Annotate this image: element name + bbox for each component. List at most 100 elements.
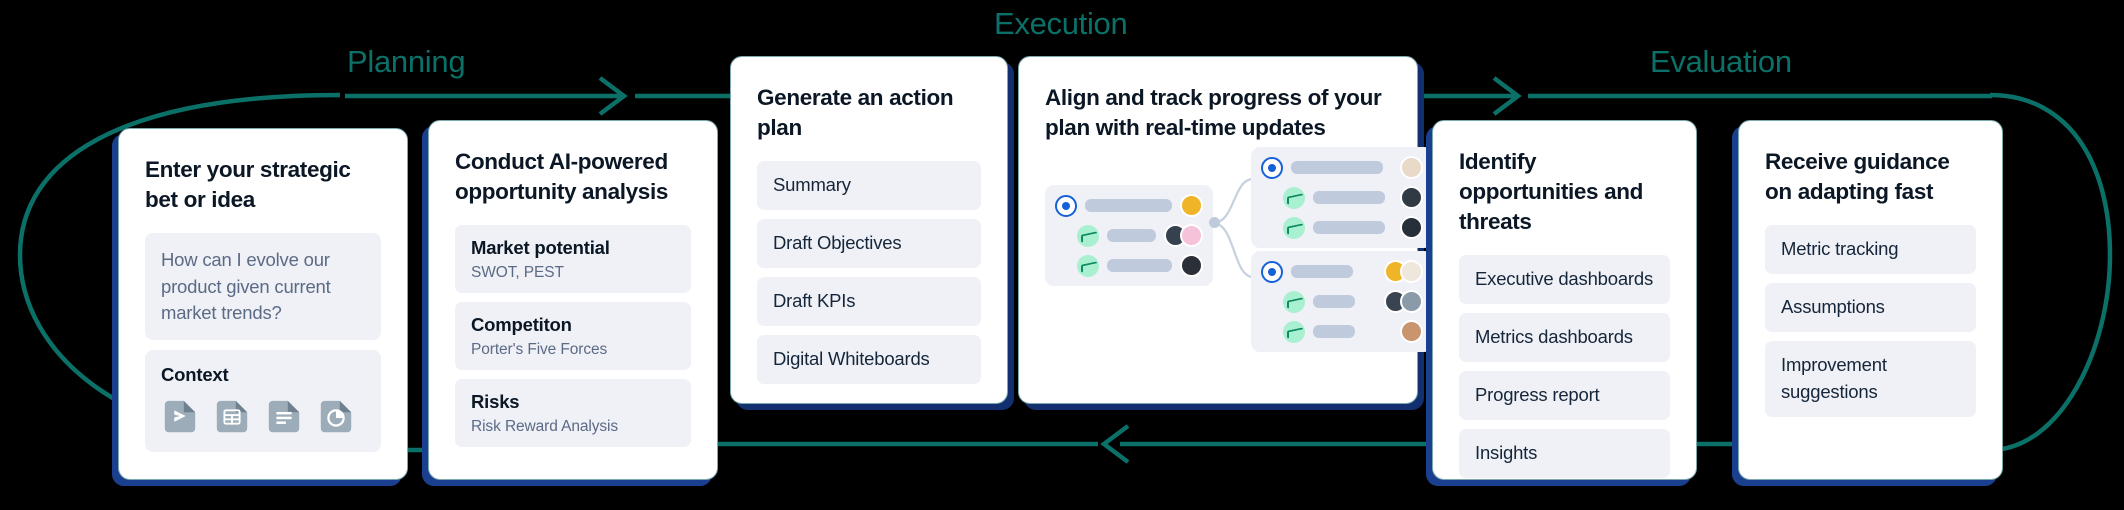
chip-label: Metrics dashboards: [1475, 326, 1633, 348]
card-opportunities-threats[interactable]: Identify opportunities and threats Execu…: [1432, 120, 1697, 480]
chip-draft-objectives[interactable]: Draft Objectives: [757, 219, 981, 268]
objective-target-icon: [1261, 260, 1283, 283]
avatar: [1180, 224, 1203, 248]
chip-list: Market potential SWOT, PEST Competiton P…: [455, 225, 691, 448]
chip-title: Market potential: [471, 237, 610, 259]
chip-title: Risks: [471, 391, 520, 413]
node-text-placeholder: [1107, 229, 1156, 243]
chip-label: Improvement suggestions: [1781, 353, 1887, 402]
chip-list: Metric tracking Assumptions Improvement …: [1765, 225, 1976, 417]
phase-label-evaluation: Evaluation: [1650, 44, 1792, 79]
chip-metric-tracking[interactable]: Metric tracking: [1765, 225, 1976, 275]
avatar-group: [1400, 320, 1423, 344]
chip-label: Draft Objectives: [773, 232, 902, 254]
chip-label: Draft KPIs: [773, 289, 856, 311]
spreadsheet-file-icon[interactable]: [213, 398, 251, 436]
avatar-group: [1384, 260, 1423, 284]
card-title: Generate an action plan: [757, 85, 954, 141]
arrow-planning-head: [598, 76, 628, 116]
key-result-trend-icon: [1283, 216, 1305, 239]
context-label: Context: [161, 364, 229, 386]
key-result-trend-icon: [1077, 254, 1099, 277]
chip-assumptions[interactable]: Assumptions: [1765, 283, 1976, 332]
node-text-placeholder: [1313, 325, 1355, 339]
chip-market-potential[interactable]: Market potential SWOT, PEST: [455, 225, 691, 294]
chip-draft-kpis[interactable]: Draft KPIs: [757, 276, 981, 326]
whiteboard-node-child-bottom[interactable]: [1251, 251, 1433, 353]
node-text-placeholder: [1313, 221, 1385, 235]
document-file-icon[interactable]: [265, 398, 303, 436]
node-text-placeholder: [1085, 199, 1172, 213]
chip-label: Progress report: [1475, 384, 1600, 406]
avatar: [1400, 320, 1423, 344]
card-adapting-guidance[interactable]: Receive guidance on adapting fast Metric…: [1738, 120, 2003, 480]
avatar: [1400, 216, 1423, 240]
chip-list: Summary Draft Objectives Draft KPIs Digi…: [757, 161, 981, 384]
context-icon-row: [161, 398, 365, 436]
node-row: [1261, 290, 1423, 314]
avatar: [1400, 290, 1423, 314]
chip-list: Executive dashboards Metrics dashboards …: [1459, 255, 1670, 478]
chip-improvement-suggestions[interactable]: Improvement suggestions: [1765, 340, 1976, 417]
node-text-placeholder: [1313, 191, 1385, 205]
chip-executive-dashboards[interactable]: Executive dashboards: [1459, 255, 1670, 305]
chart-file-icon[interactable]: [317, 398, 355, 436]
avatar-group: [1400, 186, 1423, 210]
avatar-group: [1400, 156, 1423, 180]
avatar: [1400, 186, 1423, 210]
node-text-placeholder: [1291, 161, 1383, 175]
avatar-group: [1384, 290, 1423, 314]
card-strategic-bet[interactable]: Enter your strategic bet or idea How can…: [118, 128, 408, 480]
whiteboard-mock[interactable]: [1045, 147, 1433, 353]
node-row: [1055, 254, 1203, 278]
avatar-group: [1164, 224, 1203, 248]
chip-insights[interactable]: Insights: [1459, 428, 1670, 478]
chip-progress-report[interactable]: Progress report: [1459, 371, 1670, 420]
node-row: [1055, 224, 1203, 248]
key-result-trend-icon: [1283, 320, 1305, 343]
slides-file-icon[interactable]: [161, 398, 199, 436]
phase-label-planning: Planning: [347, 44, 466, 79]
card-align-track[interactable]: Align and track progress of your plan wi…: [1018, 56, 1433, 404]
chip-subtitle: Porter's Five Forces: [471, 341, 608, 359]
chip-risks[interactable]: Risks Risk Reward Analysis: [455, 379, 691, 448]
whiteboard-node-child-top[interactable]: [1251, 147, 1433, 249]
node-text-placeholder: [1291, 265, 1353, 279]
connector-joint-dot: [1209, 217, 1220, 229]
card-title: Identify opportunities and threats: [1459, 149, 1644, 235]
key-result-trend-icon: [1283, 290, 1305, 313]
loop-right-arc: [1989, 92, 2113, 453]
avatar: [1400, 260, 1423, 284]
chip-subtitle: SWOT, PEST: [471, 264, 564, 282]
node-text-placeholder: [1313, 295, 1355, 309]
avatar: [1180, 254, 1203, 278]
key-result-trend-icon: [1283, 186, 1305, 209]
chip-digital-whiteboards[interactable]: Digital Whiteboards: [757, 334, 981, 384]
node-row: [1261, 216, 1423, 240]
chip-metrics-dashboards[interactable]: Metrics dashboards: [1459, 313, 1670, 363]
node-row: [1261, 320, 1423, 344]
phase-label-execution: Execution: [994, 6, 1128, 41]
chip-competition[interactable]: Competiton Porter's Five Forces: [455, 302, 691, 371]
context-section: Context: [145, 350, 381, 453]
prompt-text: How can I evolve our product given curre…: [145, 233, 381, 341]
node-row: [1055, 194, 1203, 218]
arrow-evaluation-head: [1492, 76, 1522, 116]
node-text-placeholder: [1107, 259, 1172, 273]
node-row: [1261, 186, 1423, 210]
card-opportunity-analysis[interactable]: Conduct AI-powered opportunity analysis …: [428, 120, 718, 480]
chip-summary[interactable]: Summary: [757, 161, 981, 211]
avatar-group: [1180, 254, 1203, 278]
card-title: Receive guidance on adapting fast: [1765, 149, 1950, 205]
chip-label: Executive dashboards: [1475, 268, 1654, 290]
node-row: [1261, 156, 1423, 180]
objective-target-icon: [1055, 194, 1077, 217]
card-title: Align and track progress of your plan wi…: [1045, 85, 1382, 141]
card-title: Enter your strategic bet or idea: [145, 157, 351, 213]
chip-title: Competiton: [471, 314, 572, 336]
card-title: Conduct AI-powered opportunity analysis: [455, 149, 669, 205]
avatar: [1180, 194, 1203, 218]
whiteboard-node-root[interactable]: [1045, 185, 1213, 287]
chip-label: Assumptions: [1781, 296, 1885, 318]
card-action-plan[interactable]: Generate an action plan Summary Draft Ob…: [730, 56, 1008, 404]
